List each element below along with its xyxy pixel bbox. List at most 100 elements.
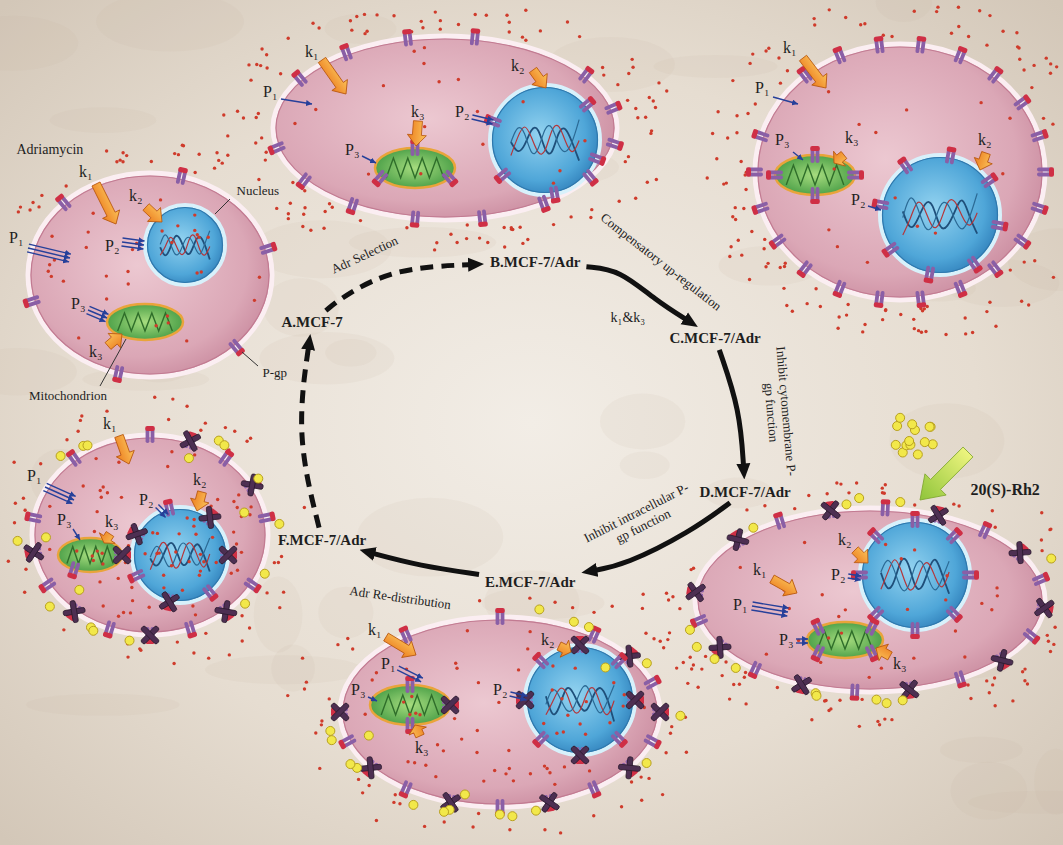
adriamycin-dot bbox=[349, 19, 352, 22]
adriamycin-dot bbox=[994, 325, 997, 328]
adriamycin-dot bbox=[280, 555, 283, 558]
adriamycin-dot bbox=[257, 112, 260, 115]
adriamycin-dot bbox=[934, 231, 937, 234]
adriamycin-dot bbox=[779, 266, 782, 269]
p-gp-cap bbox=[768, 240, 778, 251]
rh2-dot bbox=[893, 422, 902, 431]
p-gp-symbol bbox=[201, 583, 219, 602]
adriamycin-dot bbox=[355, 15, 358, 18]
adriamycin-dot bbox=[838, 699, 841, 702]
adriamycin-dot bbox=[746, 112, 749, 115]
background-texture bbox=[654, 55, 778, 78]
rh2-dot bbox=[45, 602, 54, 611]
inhibition-cross bbox=[112, 545, 131, 564]
passive-flux-arrow bbox=[123, 238, 145, 241]
adriamycin-dot bbox=[105, 274, 108, 277]
adriamycin-dot bbox=[917, 329, 920, 332]
p-gp-symbol bbox=[410, 210, 421, 228]
p-gp-cap bbox=[1049, 167, 1054, 177]
drug-name: Adriamycin bbox=[17, 143, 84, 157]
adriamycin-dot bbox=[170, 241, 173, 244]
adriamycin-dot bbox=[899, 313, 902, 316]
adriamycin-dot bbox=[646, 180, 649, 183]
p-gp-cap bbox=[187, 631, 198, 639]
adriamycin-dot bbox=[23, 590, 26, 593]
adriamycin-dot bbox=[814, 287, 817, 290]
passive-flux-arrow bbox=[773, 97, 798, 104]
chromatin bbox=[150, 538, 210, 567]
adriamycin-dot bbox=[303, 687, 306, 690]
rh2-dots bbox=[13, 413, 1056, 820]
stage-label-box: B.MCF-7/Adr bbox=[487, 253, 583, 272]
p-gp-cap bbox=[1022, 94, 1032, 105]
rh2-dot bbox=[83, 441, 92, 450]
adriamycin-dot bbox=[585, 700, 588, 703]
background-texture bbox=[50, 107, 156, 133]
adriamycin-dot bbox=[76, 430, 79, 433]
rate-constant: k₃ bbox=[893, 656, 907, 672]
p-gp-cap bbox=[916, 36, 926, 42]
adriamycin-dot bbox=[874, 131, 877, 134]
adriamycin-dot bbox=[465, 237, 468, 240]
adriamycin-dot bbox=[1040, 511, 1043, 514]
adriamycin-dot bbox=[199, 429, 202, 432]
p-gp-symbol bbox=[832, 279, 847, 298]
rh2-dot bbox=[872, 695, 881, 704]
p-gp-cap bbox=[290, 69, 301, 79]
rh2-dot bbox=[220, 441, 229, 450]
p-gp-symbol bbox=[945, 526, 964, 545]
adriamycin-dot bbox=[734, 218, 737, 221]
adriamycin-dot bbox=[906, 608, 909, 611]
p-gp-symbol bbox=[38, 577, 57, 595]
adriamycin-dot bbox=[303, 506, 306, 509]
p-gp-symbol bbox=[986, 65, 1004, 84]
adriamycin-dot bbox=[240, 614, 243, 617]
cristae bbox=[818, 631, 873, 649]
membrane-edge bbox=[31, 176, 269, 374]
p-gp-symbol bbox=[1030, 129, 1049, 143]
adriamycin-dot bbox=[751, 52, 754, 55]
adriamycin-dot bbox=[665, 89, 668, 92]
inhibited-p-gp-symbol bbox=[570, 745, 589, 764]
adriamycin-dot bbox=[980, 602, 983, 605]
rh2-dot bbox=[41, 533, 50, 542]
adriamycin-dot bbox=[744, 671, 747, 674]
p-gp-cap bbox=[873, 302, 883, 308]
adriamycin-dot bbox=[502, 226, 505, 229]
transport-label: P₁ bbox=[9, 230, 23, 246]
adriamycin-dot bbox=[821, 593, 824, 596]
inhibited-p-gp-symbol bbox=[124, 521, 150, 547]
adriamycin-dot bbox=[413, 761, 416, 764]
adriamycin-dot bbox=[48, 548, 51, 551]
passive-flux-arrow bbox=[848, 578, 861, 580]
adriamycin-dot bbox=[508, 767, 511, 770]
adriamycin-dot bbox=[236, 506, 239, 509]
adriamycin-dot bbox=[636, 116, 639, 119]
adriamycin-dot bbox=[314, 108, 317, 111]
stage-label: D.MCF-7/Adr bbox=[700, 484, 791, 501]
adriamycin-dot bbox=[835, 481, 838, 484]
adriamycin-dot bbox=[287, 217, 290, 220]
adriamycin-dot bbox=[257, 178, 260, 181]
adriamycin-dot bbox=[138, 647, 141, 650]
adriamycin-dot bbox=[505, 14, 508, 17]
stage-label: A.MCF-7 bbox=[282, 314, 343, 331]
adriamycin-dot bbox=[454, 661, 457, 664]
adriamycin-dot bbox=[47, 270, 50, 273]
inhibition-cross bbox=[70, 600, 79, 623]
adriamycin-dot bbox=[528, 630, 531, 633]
adriamycin-dot bbox=[776, 686, 779, 689]
adriamycin-dot bbox=[155, 552, 158, 555]
rh2-dot bbox=[882, 699, 891, 708]
adriamycin-dot bbox=[439, 27, 442, 30]
adriamycin-dot bbox=[985, 310, 988, 313]
adriamycin-dot bbox=[213, 166, 216, 169]
adriamycin-dot bbox=[249, 437, 252, 440]
adriamycin-dot bbox=[905, 108, 908, 111]
stage-label-box: D.MCF-7/Adr bbox=[697, 483, 794, 502]
adriamycin-dot bbox=[346, 637, 349, 640]
p-gp-symbol bbox=[910, 622, 920, 639]
inhibited-p-gp-symbol bbox=[440, 695, 459, 714]
adriamycin-dot bbox=[767, 47, 770, 50]
